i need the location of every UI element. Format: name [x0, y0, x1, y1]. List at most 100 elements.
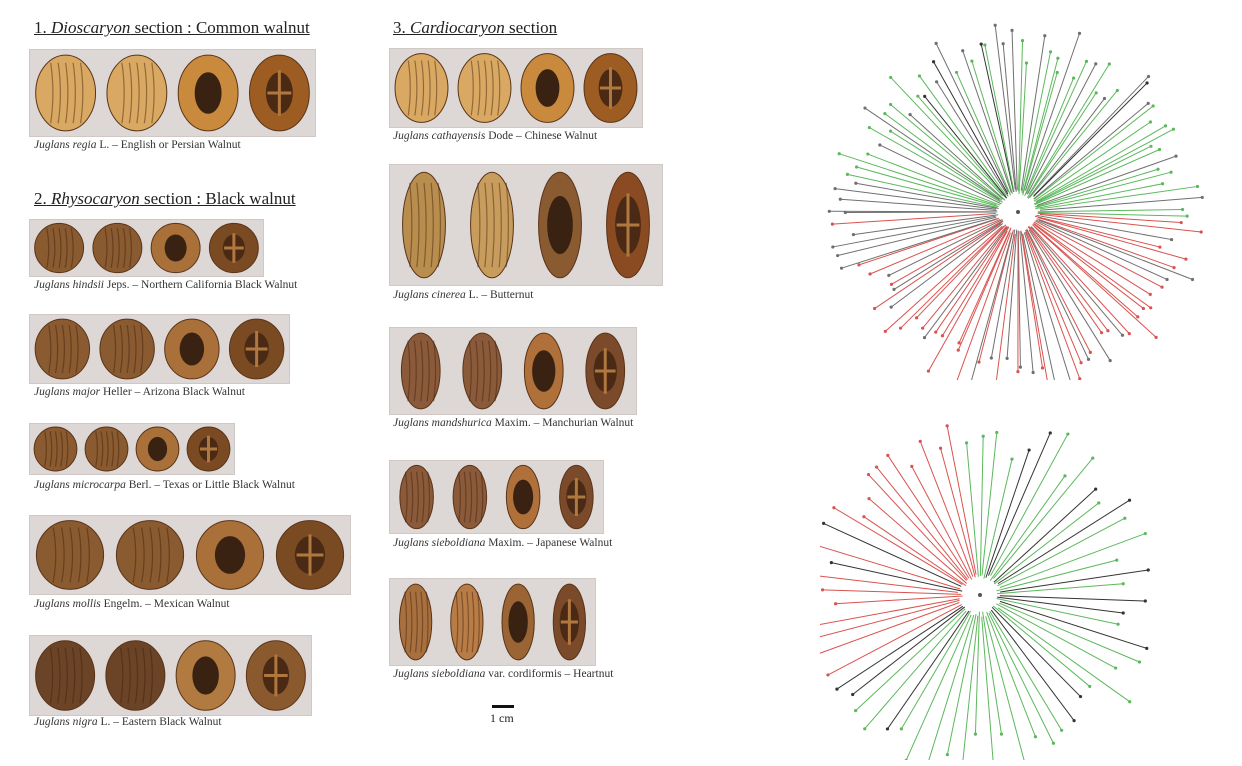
tree-leaf: [970, 59, 974, 63]
tree-leaf: [868, 272, 872, 276]
tree-branch: [988, 612, 1054, 744]
section-heading-cardio: 3. Cardiocaryon section: [393, 18, 558, 37]
tree-leaf: [873, 306, 877, 311]
nut-cross-section: [275, 520, 345, 590]
nut-cross-section: [164, 318, 220, 380]
tree-leaf: [883, 329, 887, 333]
tree-leaf: [1158, 245, 1162, 249]
nut-cross-section: [150, 222, 201, 274]
tree-leaf: [1179, 220, 1183, 225]
tree-branch: [919, 75, 1007, 196]
tree-leaf: [1094, 487, 1098, 491]
tree-leaf: [922, 335, 927, 340]
tree-branch: [962, 615, 979, 760]
tree-branch: [1017, 230, 1021, 368]
tree-branch: [1036, 214, 1172, 241]
tree-branch: [991, 606, 1081, 697]
nut-cross-section: [538, 171, 582, 279]
tree-leaf: [1099, 331, 1104, 335]
tree-leaf: [1169, 170, 1173, 174]
tree-branch: [1038, 217, 1187, 260]
nut-cross-section: [520, 53, 575, 123]
tree-leaf: [1146, 101, 1150, 105]
tree-leaf: [1107, 62, 1111, 66]
tree-branch: [1033, 221, 1151, 295]
tree-branch: [900, 610, 971, 730]
tree-leaf: [888, 102, 893, 107]
tree-branch: [1035, 220, 1163, 288]
tree-branch: [957, 228, 1012, 351]
tree-leaf: [1102, 96, 1107, 101]
walnut-photo-mandshurica: [389, 327, 637, 415]
tree-leaf: [1005, 356, 1009, 360]
tree-branch: [847, 173, 998, 208]
tree-leaf: [1146, 74, 1151, 79]
tree-branch: [935, 226, 1009, 333]
tree-branch: [820, 599, 960, 638]
tree-leaf: [885, 727, 890, 731]
tree-leaf: [993, 23, 997, 27]
radial-phylogenetic-tree-top: [827, 23, 1204, 380]
tree-leaf: [983, 43, 987, 47]
tree-branch: [879, 144, 1002, 205]
tree-leaf: [888, 129, 893, 133]
tree-leaf: [1116, 622, 1120, 626]
tree-branch: [855, 182, 999, 210]
tree-leaf: [829, 560, 833, 565]
tree-leaf: [945, 753, 949, 757]
tree-leaf: [1108, 358, 1112, 363]
tree-branch: [869, 218, 1001, 275]
tree-leaf: [1031, 370, 1035, 375]
tree-leaf: [867, 125, 871, 130]
tree-leaf: [1120, 333, 1125, 337]
tree-branch: [990, 609, 1075, 721]
tree-branch: [869, 127, 1001, 203]
tree-root: [1016, 210, 1020, 214]
nut-illustration: [394, 53, 638, 123]
tree-branch: [1036, 128, 1174, 203]
tree-branch: [852, 606, 966, 695]
section-name: Rhysocaryon: [51, 189, 140, 208]
tree-branch: [1019, 231, 1034, 373]
tree-branch: [839, 153, 997, 206]
tree-branch: [829, 210, 996, 213]
walnut-photo-major: [29, 314, 290, 384]
tree-leaf: [908, 112, 912, 117]
nut-whole: [457, 53, 512, 123]
tree-leaf: [862, 515, 866, 519]
tree-leaf: [898, 326, 903, 330]
tree-leaf: [935, 80, 939, 84]
nut-whole: [34, 222, 85, 274]
tree-leaf: [886, 453, 890, 458]
species-caption: Juglans microcarpa Berl. – Texas or Litt…: [34, 479, 295, 491]
tree-leaf: [1115, 558, 1119, 562]
tree-branch: [1029, 90, 1118, 198]
tree-branch: [981, 432, 998, 576]
tree-leaf: [1180, 207, 1185, 212]
tree-leaf: [1143, 599, 1147, 603]
nut-whole: [34, 318, 91, 380]
tree-branch: [997, 583, 1124, 595]
tree-branch: [911, 466, 973, 580]
tree-branch: [979, 436, 984, 576]
tree-branch: [996, 598, 1119, 625]
tree-leaf: [904, 758, 908, 760]
tree-branch: [820, 602, 960, 654]
tree-branch: [867, 153, 1001, 206]
tree-leaf: [989, 356, 993, 360]
tree-leaf: [1060, 728, 1064, 732]
tree-branch: [820, 598, 960, 626]
tree-leaf: [854, 181, 858, 185]
tree-branch: [1024, 33, 1080, 191]
tree-branch: [1033, 121, 1151, 202]
tree-leaf: [981, 434, 985, 438]
nut-illustration: [35, 640, 306, 711]
walnut-photo-microcarpa: [29, 423, 235, 475]
tree-branch: [993, 457, 1094, 579]
tree-branch: [1018, 40, 1024, 192]
tree-leaf: [921, 326, 925, 330]
tree-branch: [874, 223, 1002, 309]
tree-leaf: [836, 253, 840, 258]
tree-leaf: [1115, 88, 1119, 93]
tree-leaf: [934, 41, 938, 45]
